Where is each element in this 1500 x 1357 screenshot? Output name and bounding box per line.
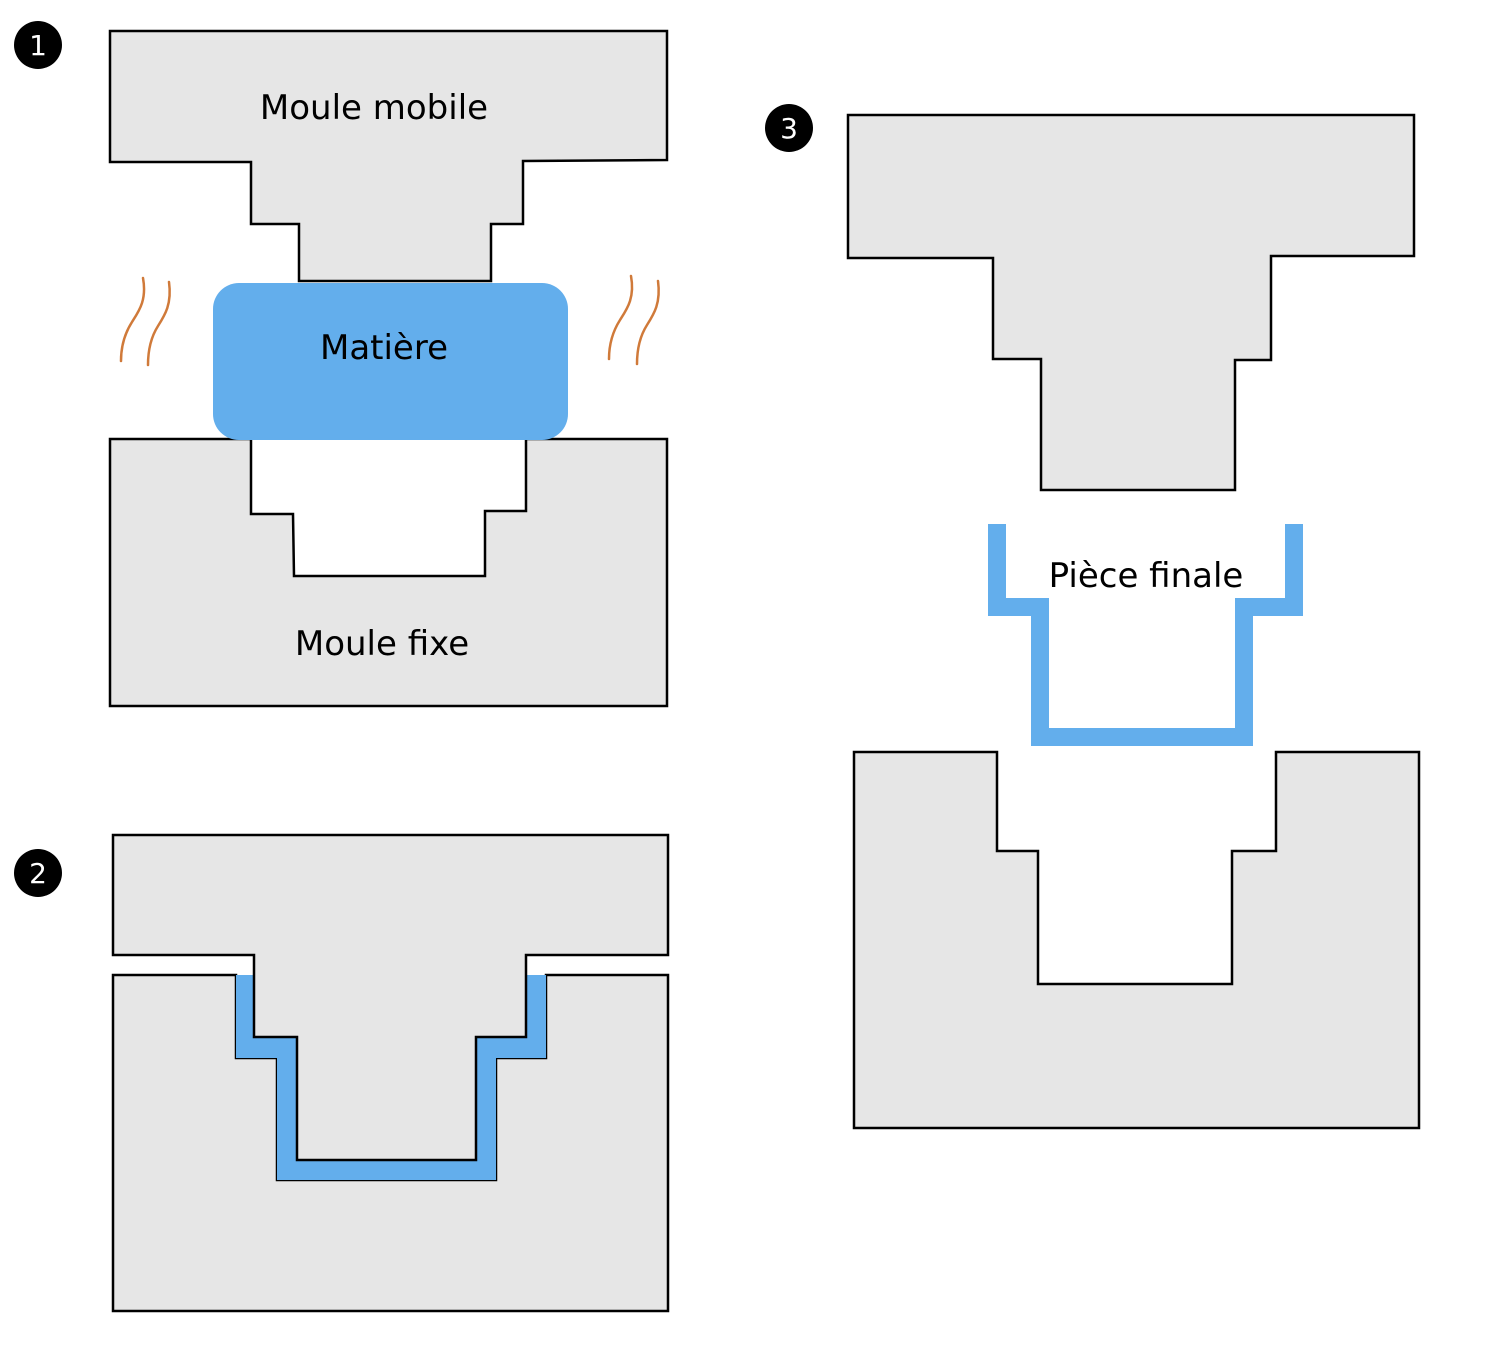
- step-2-group: 2: [14, 833, 670, 1313]
- step-3-badge: [765, 104, 813, 152]
- step-3-number: 3: [780, 112, 798, 145]
- matiere-moulee: [236, 975, 546, 1180]
- moule-mobile-closed-shape: [111, 833, 670, 1162]
- step-1-badge: [14, 21, 62, 69]
- heat-line: [119, 276, 146, 363]
- heat-lines-right: [607, 274, 660, 366]
- step-1-group: 1 Moule mobile Moule fixe Matière: [14, 21, 669, 708]
- heat-lines-left: [119, 276, 171, 367]
- piece-finale-shape: [988, 524, 1303, 746]
- step-3-group: 3 Pièce finale: [765, 104, 1421, 1130]
- moule-fixe-label: Moule fixe: [295, 624, 469, 664]
- heat-line: [146, 280, 171, 367]
- moule-fixe-open-shape: [852, 750, 1421, 1130]
- moule-mobile-shape: [108, 29, 669, 283]
- heat-line: [607, 274, 634, 361]
- piece-finale-label: Pièce finale: [1049, 556, 1244, 596]
- step-1-number: 1: [29, 29, 47, 62]
- heat-line: [635, 279, 660, 366]
- step-2-badge: [14, 849, 62, 897]
- moule-mobile-open-shape: [846, 113, 1416, 492]
- moule-mobile-label: Moule mobile: [260, 88, 488, 128]
- moule-fixe-cavity-outline: [249, 439, 528, 578]
- step-2-number: 2: [29, 857, 47, 890]
- matiere-blob: [213, 283, 568, 440]
- matiere-label: Matière: [320, 328, 448, 368]
- moule-fixe-cavity: [251, 437, 526, 576]
